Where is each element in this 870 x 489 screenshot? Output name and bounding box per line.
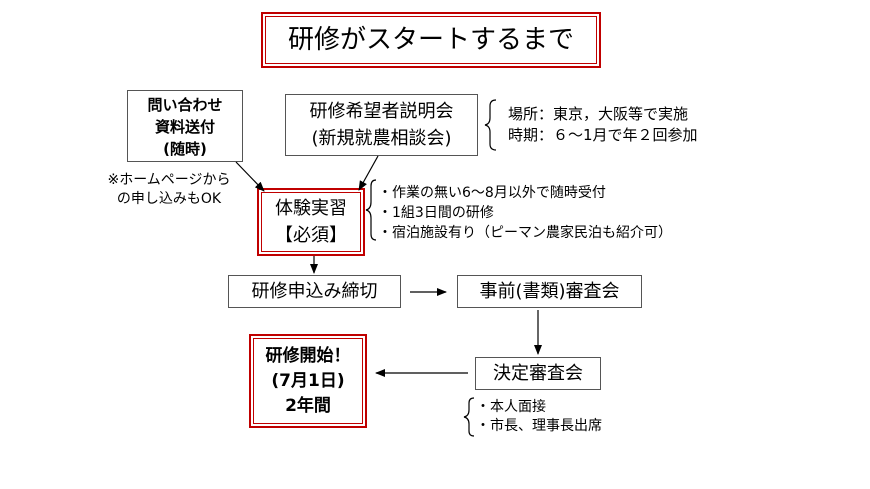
briefing-box: 研修希望者説明会 (新規就農相談会)	[285, 94, 478, 156]
briefing-info: 場所：東京，大阪等で実施 時期：６～1月で年２回参加	[508, 104, 698, 146]
briefing-line-2: (新規就農相談会)	[311, 128, 452, 149]
decision-info-line-2: ・市長、理事長出席	[476, 418, 602, 434]
start-line-1: 研修開始！	[265, 346, 351, 366]
start-line-2: (7月1日)	[271, 371, 345, 391]
decision-box: 決定審査会	[475, 357, 601, 390]
trial-line-2: 【必須】	[275, 225, 347, 246]
arrow-briefing-to-trial	[358, 155, 379, 191]
homepage-note: ※ホームページから の申し込みもOK	[94, 171, 244, 209]
inquiry-line-2: 資料送付	[154, 118, 215, 136]
trial-line-1: 体験実習	[275, 198, 347, 219]
prereview-box: 事前(書類)審査会	[457, 275, 642, 308]
decision-info: ・本人面接 ・市長、理事長出席	[476, 398, 602, 436]
deadline-box: 研修申込み締切	[228, 275, 401, 308]
brace-trial-info	[365, 179, 377, 241]
trial-box: 体験実習 【必須】	[257, 188, 365, 256]
arrow-inquiry-to-trial	[235, 161, 265, 192]
trial-info-line-3: ・宿泊施設有り（ピーマン農家民泊も紹介可）	[378, 225, 672, 241]
brace-briefing-info	[484, 99, 497, 151]
trial-info: ・作業の無い6～8月以外で随時受付 ・1組3日間の研修 ・宿泊施設有り（ピーマン…	[378, 183, 672, 243]
page-title: 研修がスタートするまで	[261, 12, 601, 68]
start-line-3: 2年間	[285, 396, 331, 416]
inquiry-box: 問い合わせ 資料送付 (随時)	[127, 90, 243, 162]
homepage-note-line-2: の申し込みもOK	[116, 191, 222, 207]
inquiry-line-1: 問い合わせ	[147, 96, 223, 114]
trial-info-line-1: ・作業の無い6～8月以外で随時受付	[378, 185, 606, 201]
briefing-line-1: 研修希望者説明会	[309, 101, 454, 122]
inquiry-line-3: (随時)	[163, 140, 207, 158]
start-box: 研修開始！ (7月1日) 2年間	[249, 334, 367, 428]
decision-info-line-1: ・本人面接	[476, 399, 546, 415]
homepage-note-line-1: ※ホームページから	[107, 172, 231, 188]
briefing-info-place: 場所：東京，大阪等で実施	[508, 105, 689, 123]
briefing-info-period: 時期：６～1月で年２回参加	[508, 126, 698, 144]
trial-info-line-2: ・1組3日間の研修	[378, 205, 494, 221]
brace-decision-info	[463, 397, 475, 437]
